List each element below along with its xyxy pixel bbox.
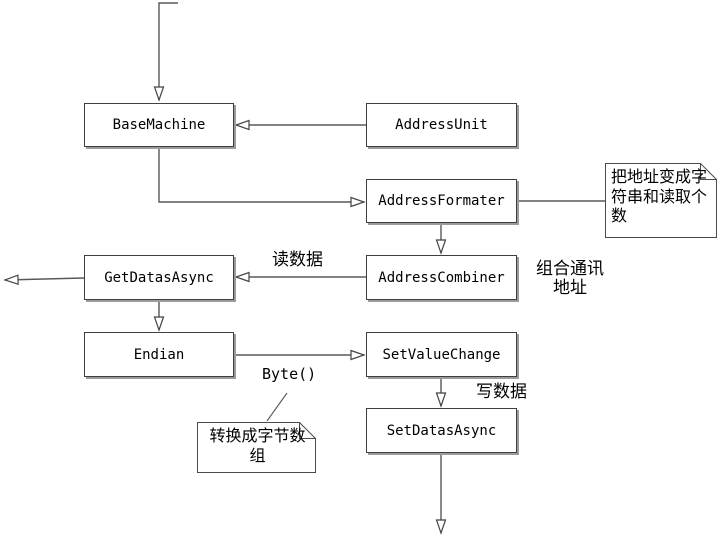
node-set-value-change[interactable]: SetValueChange bbox=[366, 332, 517, 377]
node-label: GetDatasAsync bbox=[104, 269, 214, 286]
node-address-combiner[interactable]: AddressCombiner bbox=[366, 255, 517, 300]
note-text: 转换成字节数组 bbox=[209, 426, 306, 465]
edge-label-byte: Byte() bbox=[262, 365, 317, 383]
edge-label-read-data: 读数据 bbox=[272, 250, 323, 270]
note-address-formater[interactable]: 把地址变成字符串和读取个数 bbox=[605, 163, 717, 238]
edge-byte-note-leader bbox=[266, 392, 288, 422]
node-set-datas-async[interactable]: SetDatasAsync bbox=[366, 408, 517, 453]
node-label: BaseMachine bbox=[112, 117, 206, 133]
node-address-formater[interactable]: AddressFormater bbox=[366, 179, 517, 223]
node-label: AddressUnit bbox=[395, 117, 488, 133]
edge-top-into-basemachine bbox=[153, 2, 178, 102]
edge-label-write-data: 写数据 bbox=[476, 382, 527, 402]
node-base-machine[interactable]: BaseMachine bbox=[84, 103, 234, 147]
note-outline-icon bbox=[197, 422, 316, 473]
edge-basemachine-to-addressformater bbox=[158, 147, 366, 208]
node-address-unit[interactable]: AddressUnit bbox=[366, 103, 517, 147]
edge-label-combine-address: 组合通讯 地址 bbox=[536, 259, 604, 298]
node-label: AddressCombiner bbox=[378, 269, 505, 286]
node-label: SetValueChange bbox=[382, 346, 501, 363]
note-text: 把地址变成字符串和读取个数 bbox=[611, 167, 708, 226]
note-outline-icon bbox=[605, 163, 717, 238]
node-label: Endian bbox=[133, 346, 185, 363]
node-get-datas-async[interactable]: GetDatasAsync bbox=[84, 255, 234, 300]
note-endian[interactable]: 转换成字节数组 bbox=[197, 422, 316, 473]
node-label: SetDatasAsync bbox=[386, 422, 497, 439]
node-endian[interactable]: Endian bbox=[84, 332, 234, 377]
node-label: AddressFormater bbox=[378, 193, 505, 209]
edge-getdatasasync-out-left bbox=[3, 274, 85, 285]
